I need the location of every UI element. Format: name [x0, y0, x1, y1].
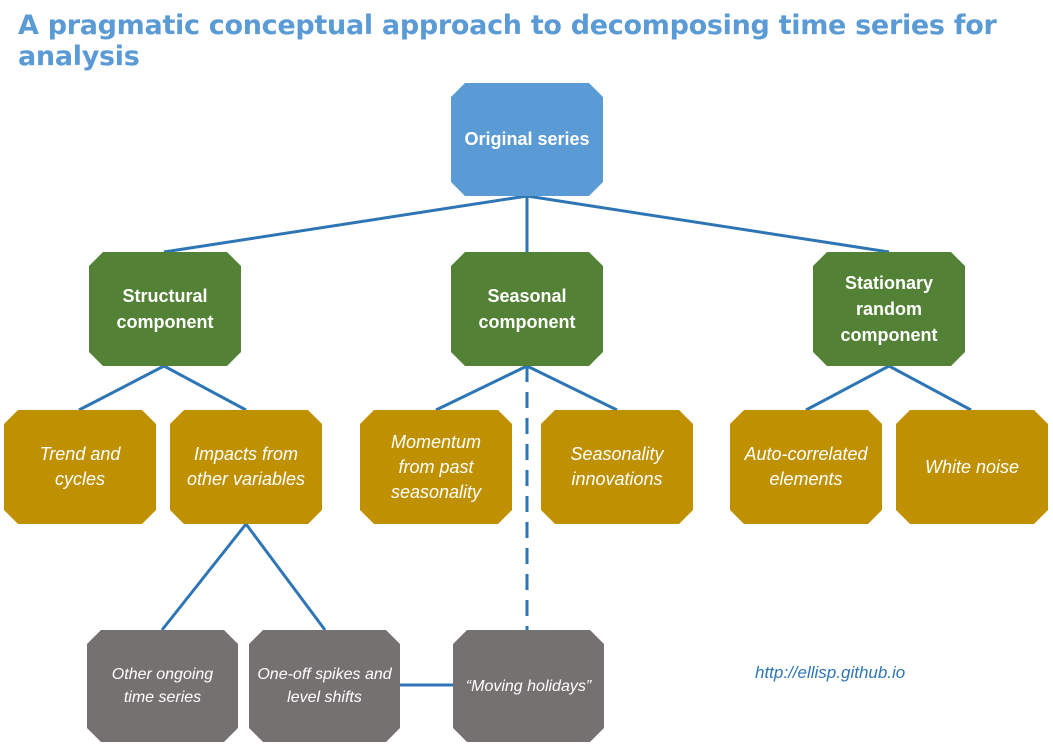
node-label: Impacts from other variables	[186, 444, 306, 489]
node-structural-component: Structural component	[89, 252, 241, 366]
connector-structural-impacts	[163, 364, 247, 412]
node-other-ongoing-time-series: Other ongoing time series	[87, 630, 238, 742]
node-label: Structural component	[116, 286, 214, 332]
node-seasonal-component: Seasonal component	[451, 252, 603, 366]
node-label: Original series	[464, 129, 590, 149]
page-title: A pragmatic conceptual approach to decom…	[18, 10, 997, 72]
node-label: Seasonal component	[478, 286, 576, 332]
node-label: White noise	[924, 456, 1020, 477]
node-label: Auto-correlated elements	[744, 444, 868, 489]
connector-root-structural	[163, 194, 528, 254]
node-seasonality-innovations: Seasonality innovations	[541, 410, 693, 524]
node-label: One-off spikes and level shifts	[257, 666, 392, 706]
node-auto-correlated-elements: Auto-correlated elements	[730, 410, 882, 524]
connector-impacts-ongoing	[160, 523, 248, 631]
connector-seasonal-innovations	[526, 364, 618, 412]
node-momentum-from-past-seasonality: Momentum from past seasonality	[360, 410, 512, 524]
node-impacts-from-other-variables: Impacts from other variables	[170, 410, 322, 524]
node-label: Trend and cycles	[39, 444, 121, 489]
connector-root-stationary	[526, 194, 890, 254]
node-label: Stationary random component	[840, 273, 938, 345]
node-original-series: Original series	[451, 83, 603, 196]
connector-stationary-whitenoise	[888, 364, 972, 412]
connector-stationary-autocorrelated	[805, 364, 890, 412]
node-trend-and-cycles: Trend and cycles	[4, 410, 156, 524]
node-white-noise: White noise	[896, 410, 1048, 524]
source-url-link[interactable]: http://ellisp.github.io	[755, 663, 906, 682]
node-label: Other ongoing time series	[111, 666, 214, 706]
node-stationary-random-component: Stationary random component	[813, 252, 965, 366]
node-label: Momentum from past seasonality	[390, 431, 482, 502]
node-one-off-spikes-and-level-shifts: One-off spikes and level shifts	[249, 630, 400, 742]
node-moving-holidays: “Moving holidays”	[453, 630, 604, 742]
node-label: “Moving holidays”	[465, 677, 592, 695]
connector-structural-trend	[78, 364, 165, 412]
connector-seasonal-momentum	[435, 364, 528, 412]
node-label: Seasonality innovations	[570, 444, 664, 489]
connector-impacts-spikes	[244, 523, 327, 631]
